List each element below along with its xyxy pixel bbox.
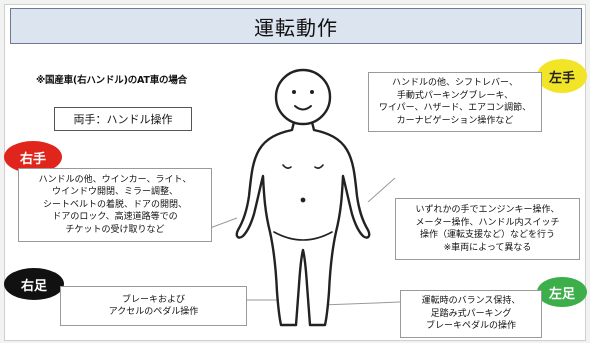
either-hand-line: 操作（運転支援など）などを行う — [419, 230, 555, 240]
right-hand-line: ドアのロック、高速道路等での — [52, 212, 178, 223]
left-hand-tag-label: 左手 — [548, 70, 575, 86]
left-hand-line: カーナビゲーション操作など — [396, 115, 514, 126]
right-hand-tag: 右手 — [4, 141, 62, 173]
left-hand-line: 手動式パーキングブレーキ、 — [396, 90, 514, 101]
right-hand-line: シートベルトの着脱、ドアの開閉、 — [42, 199, 187, 210]
page-title: 運転動作 — [254, 15, 338, 40]
right-foot-tag: 右足 — [4, 268, 64, 300]
right-hand-pointer — [209, 217, 238, 229]
body-outline — [235, 120, 371, 327]
chest-line-right — [314, 164, 324, 169]
right-hand-line: ハンドルの他、ウインカー、ライト、 — [38, 174, 192, 185]
navel — [300, 197, 306, 203]
face — [292, 90, 314, 94]
both-hands-label: 両手：ハンドル操作 — [73, 113, 173, 126]
left-foot-callout: 運転時のバランス保持、 足踏み式パーキング ブレーキペダルの操作 — [400, 290, 542, 338]
right-eye — [310, 90, 314, 94]
title-bar: 運転動作 — [10, 8, 582, 44]
either-hand-line: ※車両によって異なる — [443, 242, 532, 253]
left-foot-line: ブレーキペダルの操作 — [425, 321, 516, 332]
left-foot-tag-label: 左足 — [548, 286, 575, 302]
left-hand-pointer — [367, 177, 396, 203]
right-hand-line: ウインドウ開閉、ミラー調整、 — [51, 187, 178, 198]
left-foot-tag: 左足 — [537, 277, 587, 307]
left-eye — [292, 90, 296, 94]
left-hand-line: ワイパー、ハザード、エアコン調節、 — [378, 103, 532, 113]
left-foot-line: 足踏み式パーキング — [430, 308, 512, 319]
right-foot-line: ブレーキおよび — [121, 294, 185, 305]
left-hand-callout: ハンドルの他、シフトレバー、 手動式パーキングブレーキ、 ワイパー、ハザード、エ… — [368, 72, 542, 132]
right-foot-callout: ブレーキおよび アクセルのペダル操作 — [60, 286, 247, 326]
left-foot-pointer — [321, 301, 401, 306]
vehicle-note: ※国産車(右ハンドル)のAT車の場合 — [36, 75, 187, 86]
right-hand-tag-label: 右手 — [19, 151, 46, 167]
right-foot-line: アクセルのペダル操作 — [108, 307, 199, 317]
head — [274, 68, 332, 126]
right-foot-tag-label: 右足 — [20, 278, 47, 294]
right-hand-callout: ハンドルの他、ウインカー、ライト、 ウインドウ開閉、ミラー調整、 シートベルトの… — [18, 168, 212, 242]
hip-line — [273, 231, 333, 241]
both-hands-box: 両手：ハンドル操作 — [54, 107, 192, 131]
either-hand-callout: いずれかの手でエンジンキー操作、 メーター操作、ハンドル内スイッチ 操作（運転支… — [395, 198, 580, 260]
left-hand-tag: 左手 — [537, 59, 587, 93]
chest-line-left — [282, 164, 292, 169]
left-hand-line: ハンドルの他、シフトレバー、 — [392, 78, 518, 88]
either-hand-line: いずれかの手でエンジンキー操作、 — [415, 205, 560, 215]
right-hand-line: チケットの受け取りなど — [65, 224, 165, 235]
left-foot-line: 運転時のバランス保持、 — [421, 296, 521, 307]
either-hand-line: メーター操作、ハンドル内スイッチ — [415, 217, 560, 228]
mouth — [294, 105, 312, 111]
